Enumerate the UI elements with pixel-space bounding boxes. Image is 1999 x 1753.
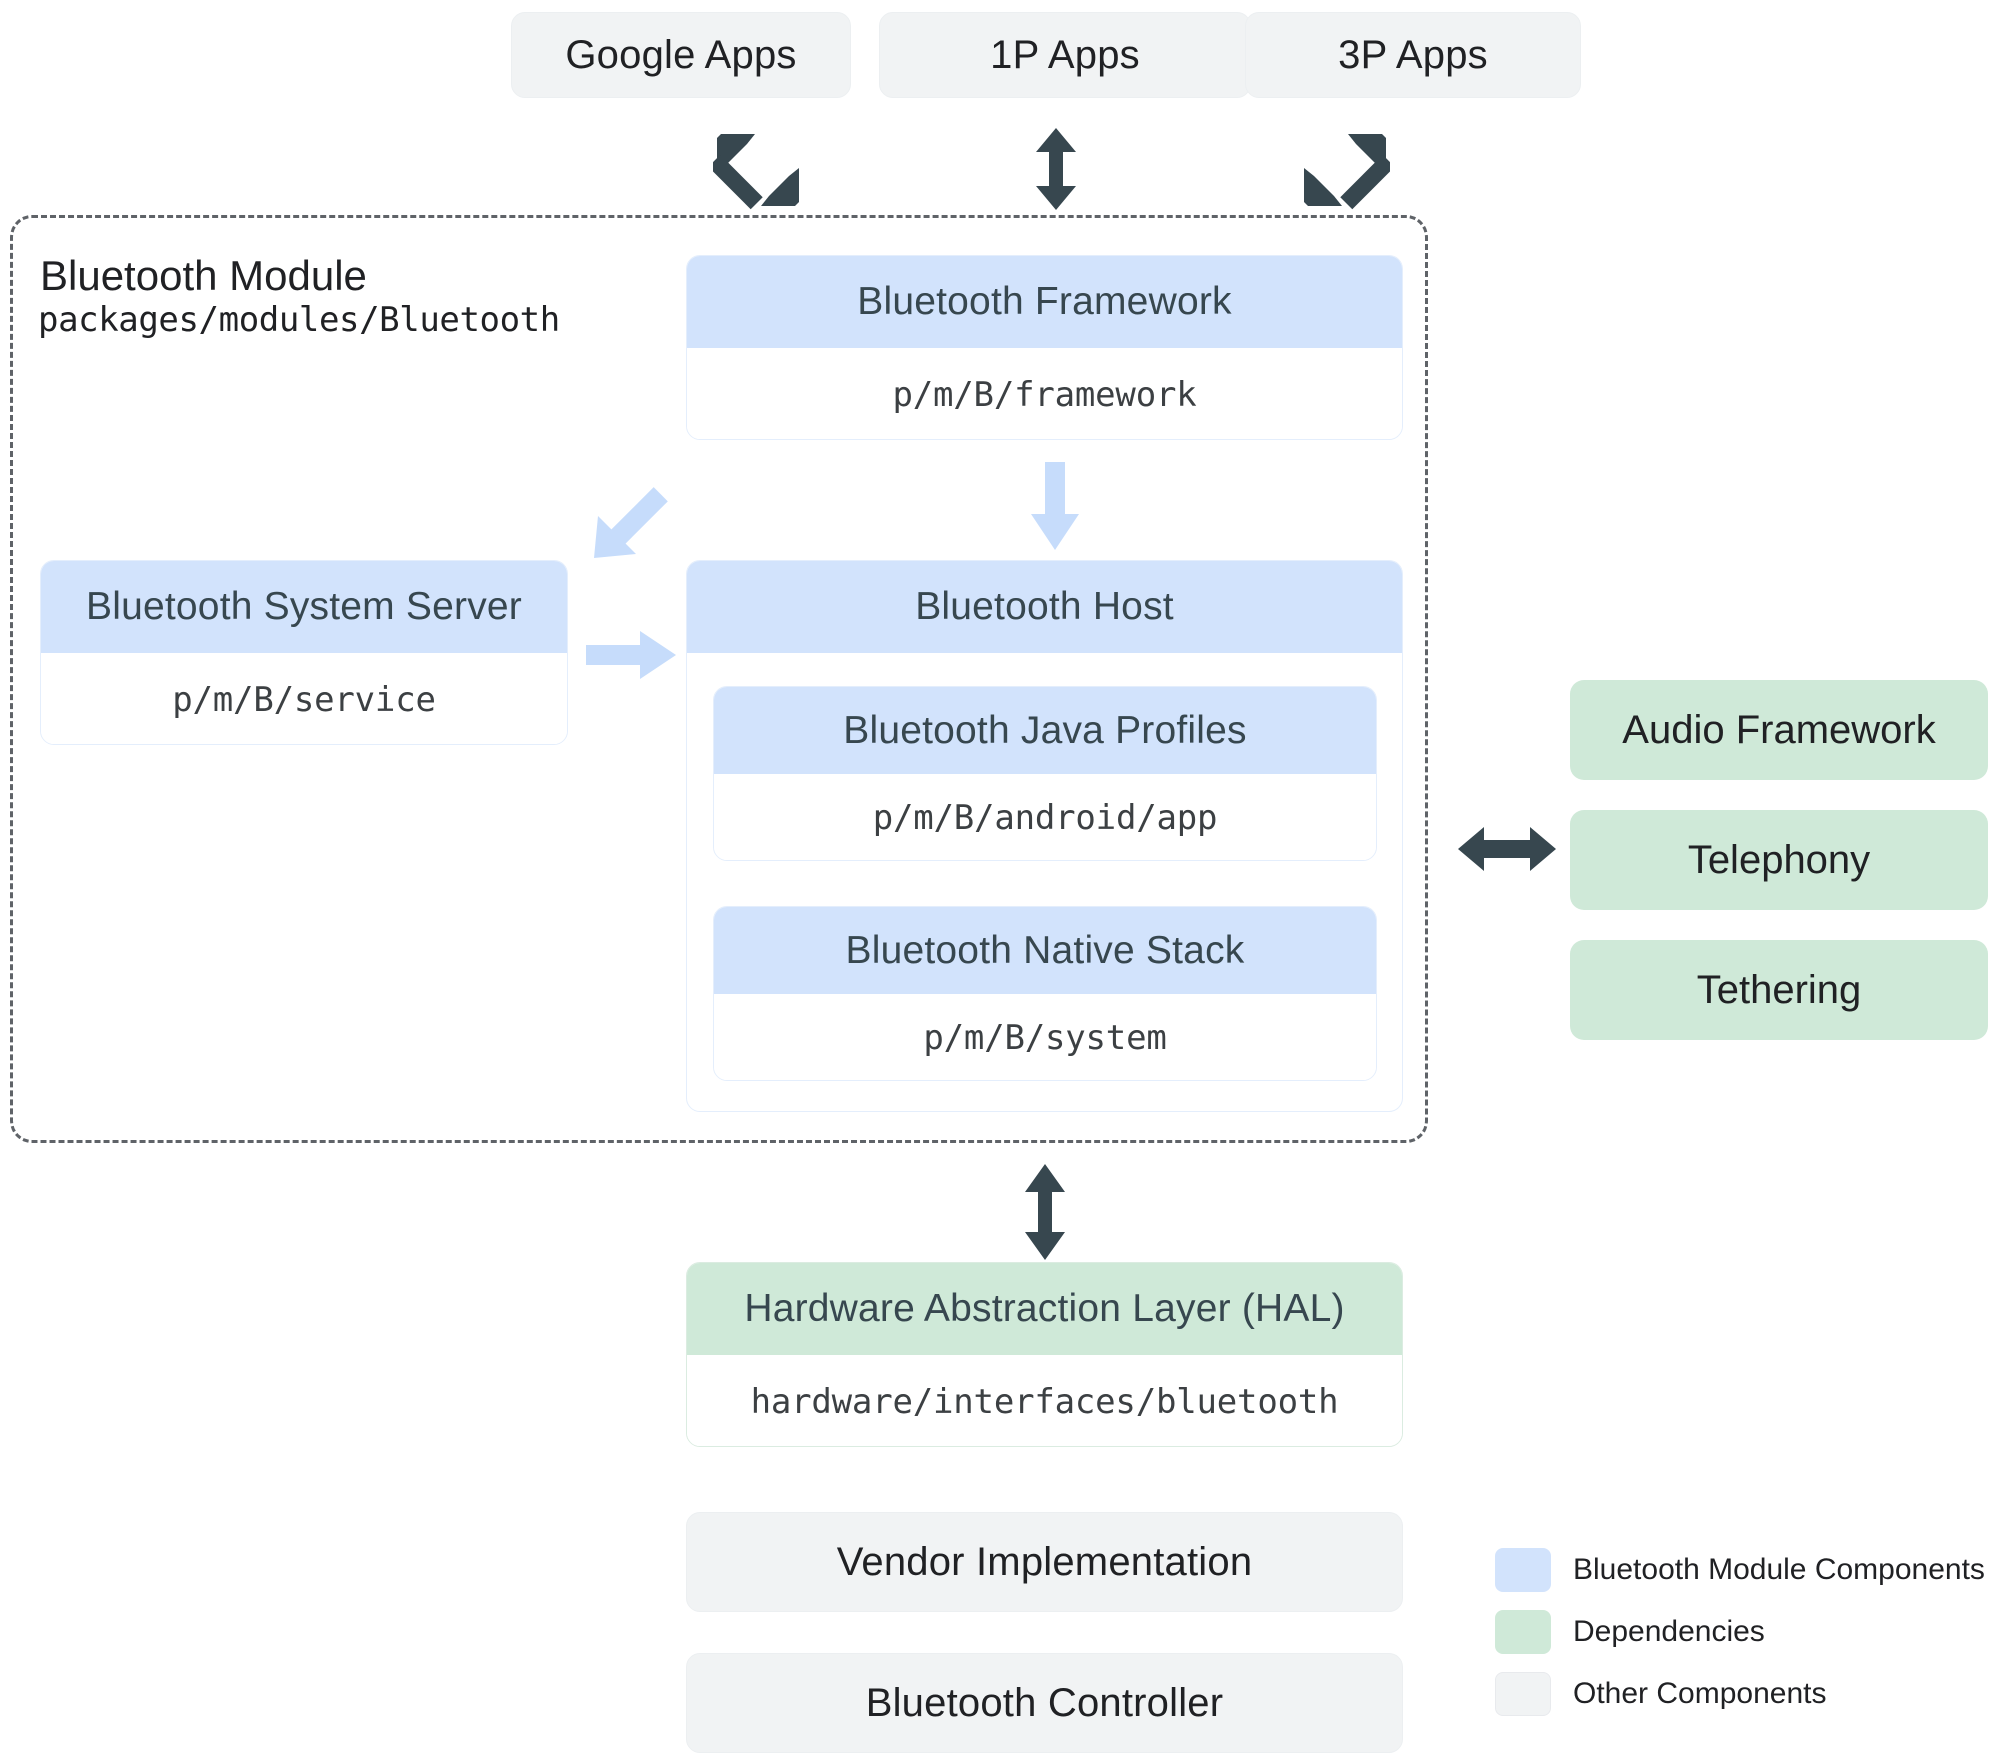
app-box-3p-apps[interactable]: 3P Apps <box>1245 12 1581 98</box>
dependency-label: Audio Framework <box>1622 707 1936 752</box>
diagonal-double-arrow-google-icon <box>708 130 803 210</box>
bluetooth-native-stack-header: Bluetooth Native Stack <box>714 907 1376 994</box>
app-box-1p-apps[interactable]: 1P Apps <box>879 12 1251 98</box>
bluetooth-java-profiles-header: Bluetooth Java Profiles <box>714 687 1376 774</box>
bluetooth-framework-box[interactable]: Bluetooth Framework p/m/B/framework <box>686 255 1403 440</box>
legend-swatch-grey-icon <box>1495 1672 1551 1716</box>
bluetooth-java-profiles-path: p/m/B/android/app <box>714 774 1376 860</box>
bluetooth-framework-header: Bluetooth Framework <box>687 256 1402 348</box>
framework-to-system-server-arrow-icon <box>588 466 684 562</box>
bottom-box-label: Vendor Implementation <box>836 1539 1253 1584</box>
bluetooth-framework-path: p/m/B/framework <box>687 348 1402 439</box>
app-box-label: 3P Apps <box>1338 32 1488 77</box>
system-server-to-host-arrow-icon <box>586 626 676 684</box>
hal-path: hardware/interfaces/bluetooth <box>687 1355 1402 1446</box>
vertical-double-arrow-1p-icon <box>1034 128 1078 210</box>
legend-item-bluetooth-module-components: Bluetooth Module Components <box>1495 1548 1985 1592</box>
bottom-box-label: Bluetooth Controller <box>865 1680 1224 1725</box>
hal-header: Hardware Abstraction Layer (HAL) <box>687 1263 1402 1355</box>
bluetooth-host-header: Bluetooth Host <box>687 561 1402 653</box>
dependency-label: Telephony <box>1687 837 1871 882</box>
dependency-box-audio-framework[interactable]: Audio Framework <box>1570 680 1988 780</box>
host-to-dependencies-arrow-icon <box>1458 825 1556 873</box>
legend-item-other-components: Other Components <box>1495 1672 1985 1716</box>
module-title: Bluetooth Module <box>40 252 367 299</box>
bluetooth-system-server-path: p/m/B/service <box>41 653 567 744</box>
legend-item-dependencies: Dependencies <box>1495 1610 1985 1654</box>
bluetooth-native-stack-box[interactable]: Bluetooth Native Stack p/m/B/system <box>713 906 1377 1081</box>
vendor-implementation-box[interactable]: Vendor Implementation <box>686 1512 1403 1612</box>
app-box-label: 1P Apps <box>990 32 1140 77</box>
framework-to-host-arrow-icon <box>1026 462 1084 550</box>
legend-label: Dependencies <box>1573 1615 1765 1648</box>
legend-swatch-green-icon <box>1495 1610 1551 1654</box>
dependency-box-tethering[interactable]: Tethering <box>1570 940 1988 1040</box>
dependency-box-telephony[interactable]: Telephony <box>1570 810 1988 910</box>
hal-box[interactable]: Hardware Abstraction Layer (HAL) hardwar… <box>686 1262 1403 1447</box>
bluetooth-java-profiles-box[interactable]: Bluetooth Java Profiles p/m/B/android/ap… <box>713 686 1377 861</box>
module-path: packages/modules/Bluetooth <box>38 300 560 340</box>
bluetooth-system-server-header: Bluetooth System Server <box>41 561 567 653</box>
dependency-label: Tethering <box>1696 967 1862 1012</box>
legend: Bluetooth Module Components Dependencies… <box>1495 1548 1985 1734</box>
bluetooth-controller-box[interactable]: Bluetooth Controller <box>686 1653 1403 1753</box>
legend-label: Other Components <box>1573 1677 1827 1710</box>
bluetooth-module-frame <box>10 215 1428 1143</box>
legend-swatch-blue-icon <box>1495 1548 1551 1592</box>
module-to-hal-arrow-icon <box>1023 1164 1067 1260</box>
app-box-google-apps[interactable]: Google Apps <box>511 12 851 98</box>
bluetooth-system-server-box[interactable]: Bluetooth System Server p/m/B/service <box>40 560 568 745</box>
diagonal-double-arrow-3p-icon <box>1300 130 1395 210</box>
app-box-label: Google Apps <box>565 32 797 77</box>
legend-label: Bluetooth Module Components <box>1573 1553 1985 1586</box>
bluetooth-native-stack-path: p/m/B/system <box>714 994 1376 1080</box>
